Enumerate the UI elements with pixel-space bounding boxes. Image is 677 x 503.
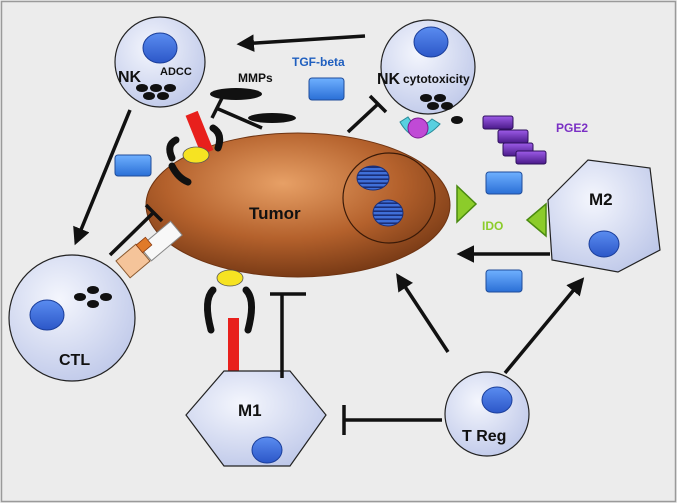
nucleus (413, 26, 449, 58)
nucleus (481, 386, 513, 414)
inhibit-mmps (215, 106, 263, 130)
pge2-label: PGE2 (556, 121, 588, 135)
arrow-nk-to-nk (236, 34, 366, 52)
inhibit-bar (144, 203, 164, 223)
granule (434, 94, 446, 102)
adcc-label: ADCC (160, 66, 192, 78)
ligand (407, 117, 429, 139)
red-link (185, 110, 214, 155)
mmps-label: MMPs (238, 71, 273, 85)
antigen (182, 146, 210, 164)
arrows (73, 34, 585, 375)
striped-organelle (356, 165, 390, 191)
arrow-treg-to-tumor (396, 273, 450, 353)
m2-macrophage: M2 (547, 159, 661, 273)
ido-triangle (525, 202, 547, 238)
granule (157, 92, 169, 100)
nk-left-label: NK (118, 69, 142, 86)
tgf-beta-molecule (114, 154, 152, 177)
tumor-nucleus (342, 152, 436, 244)
inhibition-lines (108, 94, 442, 435)
granule (87, 286, 99, 294)
ido-triangle (456, 184, 478, 224)
granule (451, 116, 463, 124)
receptor-bracket-upper (166, 124, 224, 186)
granule (87, 300, 99, 308)
m1-label: M1 (238, 401, 262, 420)
ido-label: IDO (482, 219, 503, 233)
inhibit-ctl (108, 210, 156, 257)
nucleus (29, 299, 65, 331)
granule (143, 92, 155, 100)
granule (441, 102, 453, 110)
tgf-beta-molecule (485, 269, 523, 293)
nk-cell-cytotoxicity: NK cytotoxicity (377, 19, 476, 139)
tgf-beta-label: TGF-beta (292, 55, 345, 69)
granule (74, 293, 86, 301)
granule (164, 84, 176, 92)
granule (100, 293, 112, 301)
tumor-label: Tumor (249, 204, 301, 223)
striped-organelle (372, 199, 404, 227)
arrow-nk-to-ctl (73, 109, 132, 246)
nucleus (588, 230, 620, 258)
inhibit-nk-cytotoxicity (346, 102, 380, 134)
inhibit-bar (210, 97, 224, 119)
treg-label: T Reg (462, 428, 506, 445)
inhibit-bar (368, 94, 388, 114)
mmp-molecule (210, 88, 262, 100)
m1-macrophage: M1 (185, 318, 327, 467)
granule (427, 102, 439, 110)
treg-cell: T Reg (444, 371, 530, 457)
cytotoxicity-label: cytotoxicity (403, 72, 470, 86)
granule (150, 84, 162, 92)
mmp-molecule (248, 113, 296, 123)
tgf-beta-molecule (308, 77, 345, 101)
m2-label: M2 (589, 190, 613, 209)
nk-right-label: NK (377, 71, 401, 88)
nucleus (251, 436, 283, 464)
antigen (216, 269, 244, 287)
pge2-molecules (482, 115, 547, 165)
tgf-beta-molecule (485, 171, 523, 195)
arrow-treg-to-m2 (503, 277, 585, 375)
ctl-label: CTL (59, 352, 90, 369)
ctl-cell: CTL (8, 254, 136, 382)
tumor-cell: Tumor (145, 132, 451, 278)
nk-cell-adcc: NK ADCC (114, 16, 214, 155)
granule (136, 84, 148, 92)
nucleus (142, 32, 178, 64)
granule (420, 94, 432, 102)
receptor-bracket-lower (204, 269, 255, 334)
red-link (228, 318, 239, 380)
ctl-receptor (115, 220, 183, 279)
